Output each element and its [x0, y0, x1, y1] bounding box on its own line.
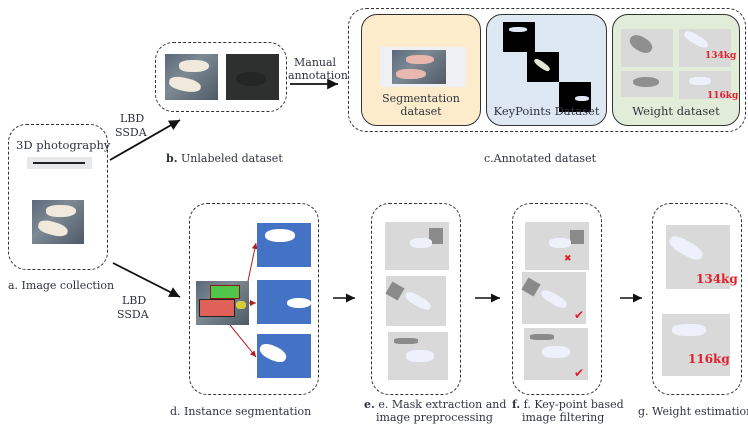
extracted-mask-1: [385, 222, 449, 270]
pig-photo: [32, 200, 84, 244]
image-collection-box: [8, 124, 108, 270]
extracted-mask-2: [385, 276, 446, 326]
upper-lbd-label: LBD: [120, 112, 145, 125]
weight-estimation-box: [652, 203, 742, 395]
weight-mask-1: [621, 29, 673, 67]
segmentation-dataset-panel: Segmentation dataset: [361, 14, 481, 126]
manual-label: Manual: [294, 56, 337, 69]
mask-image-2: [257, 280, 311, 324]
keypoint-filtering-box: [512, 203, 602, 395]
arrow-a-to-d: [112, 262, 181, 298]
caption-keypoint-filtering-2: image filtering: [522, 411, 605, 424]
reject-mark-icon: ✖: [564, 254, 572, 264]
annotation-tool-screenshot: [380, 47, 466, 87]
unlabeled-rgb-image: [165, 54, 218, 100]
keypoints-dataset-title: KeyPoints Dataset: [493, 104, 600, 118]
estimated-weight-134: 134kg: [696, 272, 738, 286]
mask-image-3: [257, 334, 311, 378]
annotated-dataset-box: [348, 8, 746, 132]
weight-mask-2: [621, 71, 673, 97]
seg-arrow-bot: [229, 324, 257, 358]
seg-arrow-top: [247, 242, 258, 282]
annotation-label: annotation: [288, 69, 348, 82]
weight-pig-1: [679, 29, 731, 67]
weight-dataset-panel: 134kg 116kg Weight dataset: [612, 14, 740, 126]
extracted-mask-3: [388, 332, 448, 380]
caption-mask-extraction-1: e. e. Mask extraction and: [364, 398, 507, 411]
unlabeled-dataset-box: [155, 42, 287, 112]
accept-mark-icon-2: ✔: [574, 366, 585, 380]
unlabeled-depth-image: [226, 54, 279, 100]
accept-mark-icon-1: ✔: [574, 308, 585, 322]
detection-image: [196, 281, 249, 325]
caption-keypoint-filtering-1: f. f. Key-point based: [512, 398, 624, 411]
estimated-pig-1: [666, 225, 730, 289]
caption-instance-segmentation: d. Instance segmentation: [170, 405, 312, 418]
3d-photography-label: 3D photography: [16, 138, 111, 152]
keypoint-image-2: [527, 52, 559, 82]
caption-annotated-dataset: c.Annotated dataset: [484, 152, 596, 165]
filtered-image-3: [524, 328, 588, 380]
estimated-pig-2: [662, 314, 730, 376]
weight-value-116: 116kg: [707, 91, 739, 101]
segmentation-dataset-title: Segmentation dataset: [382, 92, 460, 118]
mask-image-1: [257, 223, 311, 267]
caption-image-collection: a. Image collection: [8, 279, 115, 292]
estimated-weight-116: 116kg: [688, 352, 730, 366]
keypoint-image-3: [559, 82, 591, 112]
filtered-image-2: [521, 272, 586, 324]
mask-extraction-box: [371, 203, 461, 395]
caption-unlabeled-dataset: b. Unlabeled dataset: [166, 152, 283, 165]
upper-ssda-label: SSDA: [115, 126, 147, 139]
filtered-image-1: [525, 222, 589, 270]
weight-dataset-title: Weight dataset: [632, 104, 720, 118]
caption-weight-estimation: g. Weight estimation: [638, 405, 748, 418]
3d-scan-image: [27, 157, 92, 169]
weight-value-134: 134kg: [705, 51, 737, 61]
lower-ssda-label: SSDA: [117, 308, 149, 321]
keypoint-image-1: [503, 22, 535, 52]
keypoints-dataset-panel: KeyPoints Dataset: [486, 14, 607, 126]
caption-mask-extraction-2: image preprocessing: [376, 411, 493, 424]
lower-lbd-label: LBD: [122, 294, 147, 307]
weight-pig-2: [679, 71, 731, 99]
instance-segmentation-box: [189, 203, 319, 395]
arrow-a-to-b: [109, 119, 181, 161]
